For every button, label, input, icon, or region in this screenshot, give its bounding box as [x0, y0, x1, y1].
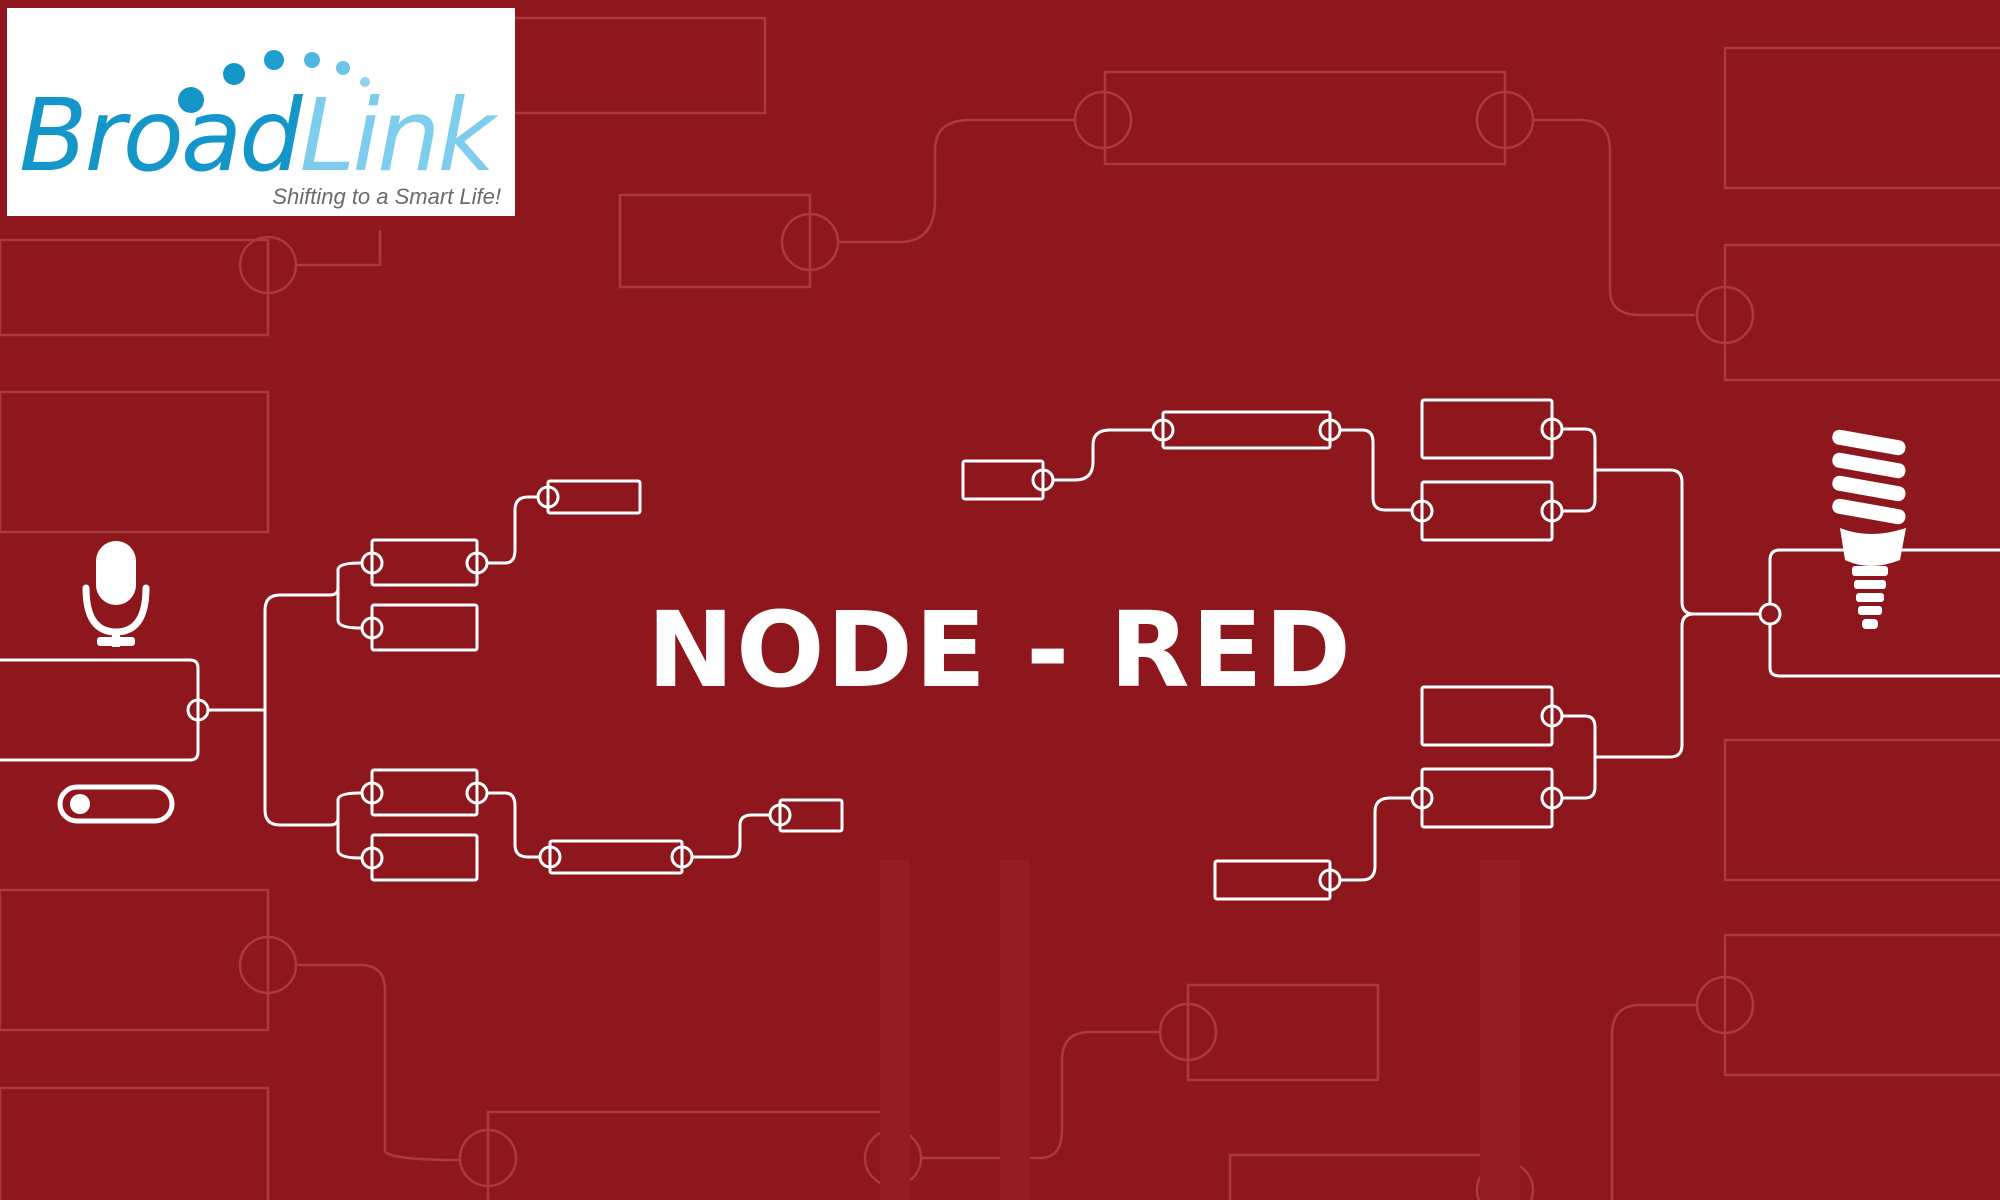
broadlink-logo: BroadLink Shifting to a Smart Life!	[7, 8, 515, 216]
right-output-panel	[1768, 548, 2000, 606]
logo-brand-part2: Link	[299, 77, 496, 194]
logo-dots-icon	[178, 50, 370, 113]
toggle-switch-icon	[57, 784, 175, 824]
logo-tagline: Shifting to a Smart Life!	[272, 184, 501, 209]
logo-brand-part1: Broad	[19, 77, 303, 194]
left-input-panel	[0, 658, 200, 762]
logo-wordmark: BroadLink	[19, 86, 495, 186]
page-title: NODE - RED	[647, 589, 1353, 711]
light-bulb-icon	[1832, 429, 1906, 629]
microphone-icon	[82, 541, 150, 647]
